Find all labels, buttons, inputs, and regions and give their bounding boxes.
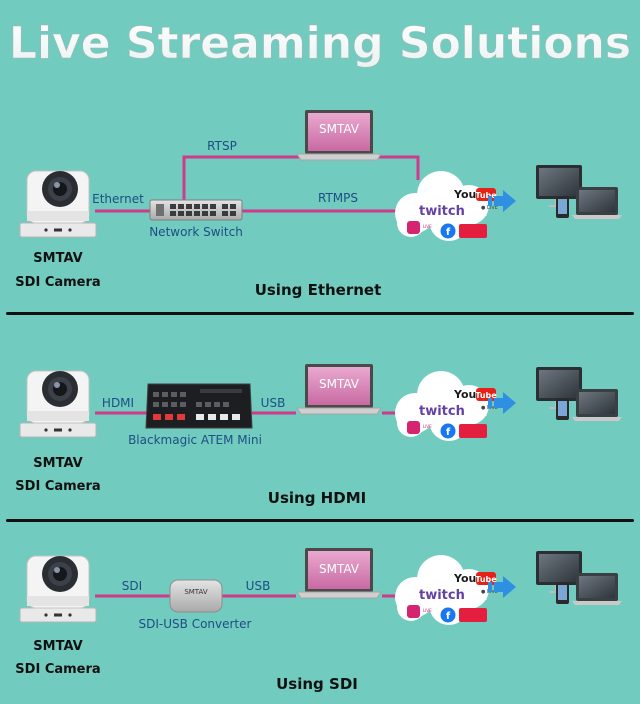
streaming-platforms-cloud-icon [395, 555, 498, 625]
live-badge: LIVE [465, 593, 487, 603]
atem-mini-icon [145, 383, 253, 429]
laptop-brand: SMTAV [319, 377, 360, 391]
section-caption: Using Ethernet [255, 281, 382, 299]
converter-brand: SMTAV [184, 588, 208, 596]
page-title: Live Streaming Solutions [9, 18, 631, 69]
device-label: Network Switch [149, 225, 243, 239]
live-badge: LIVE [465, 209, 487, 219]
link-label-usb: USB [261, 396, 286, 410]
streaming-platforms-cloud-icon [395, 371, 498, 441]
camera-brand: SMTAV [33, 251, 82, 266]
section-caption: Using SDI [276, 675, 358, 693]
ptz-camera-icon [19, 370, 97, 438]
rtsp-cable [182, 155, 420, 205]
laptop-brand: SMTAV [319, 562, 360, 576]
camera-brand: SMTAV [33, 639, 82, 654]
device-label: Blackmagic ATEM Mini [128, 433, 262, 447]
link-label-hdmi: HDMI [102, 396, 134, 410]
camera-label: SDI Camera [15, 479, 100, 494]
section-sdi: SMTAV SDI Camera SDI SMTAV SDI-USB Conve… [15, 547, 622, 693]
link-label-ethernet: Ethernet [92, 192, 144, 206]
section-hdmi: SMTAV SDI Camera HDMI Blackmagic ATEM Mi… [15, 363, 622, 507]
section-caption: Using HDMI [268, 489, 366, 507]
camera-label: SDI Camera [15, 662, 100, 677]
laptop-brand: SMTAV [319, 122, 360, 136]
link-label-sdi: SDI [122, 579, 142, 593]
viewer-devices-icon [536, 551, 622, 605]
link-label-rtmps: RTMPS [318, 191, 358, 205]
section-ethernet: SMTAV SDI Camera Ethernet Network Switch… [15, 109, 622, 299]
camera-label: SDI Camera [15, 275, 100, 290]
ptz-camera-icon [19, 170, 97, 238]
section-divider [6, 312, 634, 315]
network-switch-icon [149, 199, 243, 221]
link-label-usb: USB [246, 579, 271, 593]
streaming-platforms-cloud-icon [395, 171, 498, 241]
camera-brand: SMTAV [33, 456, 82, 471]
viewer-devices-icon [536, 367, 622, 421]
live-badge: LIVE [465, 409, 487, 419]
link-label-rtsp: RTSP [207, 139, 237, 153]
ptz-camera-icon [19, 555, 97, 623]
viewer-devices-icon [536, 165, 622, 219]
device-label: SDI-USB Converter [139, 617, 252, 631]
sdi-usb-converter-icon [169, 579, 223, 613]
section-divider [6, 519, 634, 522]
